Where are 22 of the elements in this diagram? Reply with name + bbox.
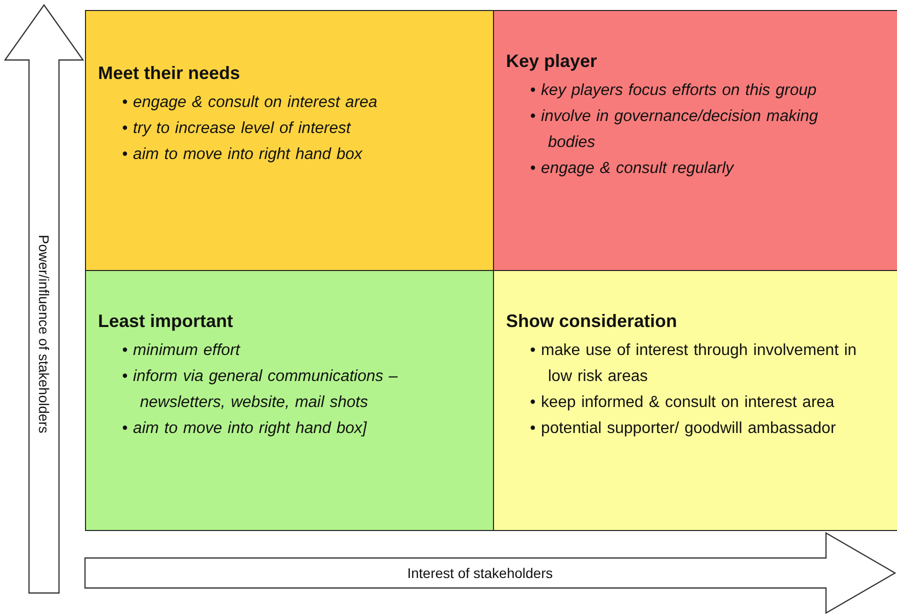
- axis-label: Interest of stakeholders: [407, 565, 553, 581]
- bullet-item: • engage & consult regularly: [530, 159, 736, 179]
- quadrant-heading: Key player: [506, 51, 598, 72]
- bullet-item: • make use of interest through involvement in low risk areas: [530, 341, 858, 387]
- quadrant-panel: [493, 10, 897, 271]
- quadrant-heading: Show consideration: [506, 311, 678, 332]
- quadrant-heading: Meet their needs: [98, 63, 240, 84]
- bullet-item: • engage & consult on interest area: [122, 93, 378, 113]
- quadrant-panel: [493, 270, 897, 531]
- quadrant-panel: [85, 270, 494, 531]
- bullet-item: • aim to move into right hand box]: [122, 419, 368, 439]
- bullet-item: • keep informed & consult on interest area: [530, 393, 836, 413]
- quadrant-panel: [85, 10, 494, 271]
- bullet-item: • inform via general communications – newsletters, website, mail shots: [122, 367, 399, 413]
- bullet-item: • potential supporter/ goodwill ambassador: [530, 419, 837, 439]
- quadrant-heading: Least important: [98, 311, 234, 332]
- bullet-item: • key players focus efforts on this group: [530, 81, 818, 101]
- bullet-item: • aim to move into right hand box: [122, 145, 364, 165]
- bullet-item: • try to increase level of interest: [122, 119, 352, 139]
- axis-label: Power/influence of stakeholders: [36, 234, 52, 434]
- bullet-item: • involve in governance/decision making bodies: [530, 107, 819, 153]
- bullet-item: • minimum effort: [122, 341, 242, 361]
